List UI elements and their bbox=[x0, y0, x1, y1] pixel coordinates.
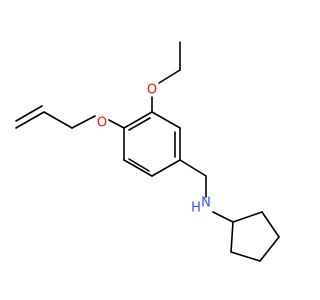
cyclopentane-bond-5 bbox=[230, 221, 234, 253]
bond-o-ch2-allyloxy bbox=[71, 115, 96, 129]
bond-o-ch2-ethoxy bbox=[158, 69, 181, 84]
ethoxy-group bbox=[151, 41, 181, 113]
ring-bond-c4-c5 bbox=[123, 159, 153, 177]
ring-bond-c6-c1 bbox=[123, 111, 153, 129]
allyloxy-group bbox=[15, 105, 125, 129]
cyclopentane-bond-2 bbox=[261, 211, 280, 238]
bond-ch-ch2-allyloxy bbox=[15, 111, 45, 129]
ring-double-bond-inner-3 bbox=[128, 117, 151, 131]
atom-label-h-on-n: H bbox=[191, 201, 201, 216]
bond-ch-ch2-allyloxy-double bbox=[15, 105, 43, 122]
bond-ch2-ch-allyloxy bbox=[43, 111, 73, 129]
bond-n-cyclopentyl bbox=[212, 211, 234, 223]
ring-bond-c3-c4 bbox=[151, 159, 181, 177]
molecule-structure-diagram: O O N H bbox=[15, 41, 280, 262]
cyclopentane-bond-4 bbox=[230, 251, 261, 262]
cyclopentane-bond-3 bbox=[259, 236, 280, 262]
cyclopentane-bond-1 bbox=[232, 211, 263, 223]
bond-ring-ch2 bbox=[179, 159, 207, 177]
ring-double-bond-inner-2 bbox=[128, 158, 150, 172]
ring-bond-c1-c2 bbox=[151, 111, 181, 129]
benzene-ring bbox=[123, 111, 181, 177]
atom-label-o-ethoxy: O bbox=[147, 83, 157, 98]
atom-label-o-allyloxy: O bbox=[97, 116, 107, 131]
cyclopentane-ring bbox=[230, 211, 280, 262]
atom-label-n: N bbox=[201, 196, 211, 211]
cyclopentylaminomethyl-group bbox=[179, 159, 234, 223]
bond-ring-o-allyloxy bbox=[108, 119, 125, 129]
